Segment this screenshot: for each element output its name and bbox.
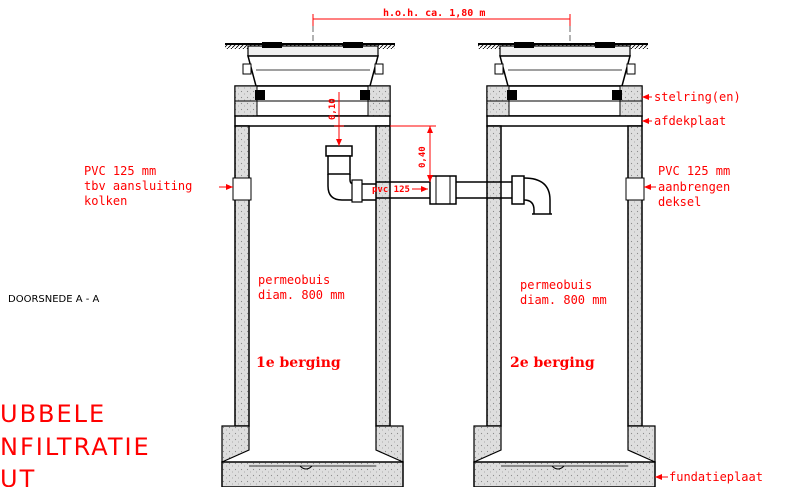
berging-1-label: 1e berging (256, 355, 341, 371)
right-manhole-cover (494, 42, 636, 87)
dim-040-label: 0,40 (418, 146, 428, 168)
pvc-right-line-2: aanbrengen (658, 180, 730, 194)
permeo-left-line-2: diam. 800 mm (258, 288, 345, 302)
left-stelring-afdekplaat (234, 85, 391, 127)
pvc-left-line-3: kolken (84, 194, 127, 208)
foundation-slabs (221, 461, 656, 487)
title-line-2: NFILTRATIE (0, 433, 151, 461)
title-line-3: UT (0, 465, 36, 487)
left-well-walls (221, 125, 404, 463)
right-stelring-afdekplaat (486, 85, 643, 127)
pvc-pipe-label: pvc 125 (372, 185, 410, 195)
title-line-1: UBBELE (0, 400, 106, 428)
connecting-pipe (325, 145, 552, 215)
left-pvc-note: PVC 125 mm tbv aansluiting kolken (84, 164, 233, 208)
berging-2-label: 2e berging (510, 355, 595, 371)
permeo-right-line-1: permeobuis (520, 278, 592, 292)
dimension-top-label: h.o.h. ca. 1,80 m (383, 8, 485, 19)
right-pvc-note: PVC 125 mm aanbrengen deksel (644, 164, 730, 209)
cover-annotations: stelring(en) afdekplaat (642, 90, 741, 128)
right-well-walls (473, 125, 656, 463)
stelring-label: stelring(en) (654, 90, 741, 104)
vertical-dimensions: 0,10 0,40 (328, 92, 436, 182)
pvc-right-line-1: PVC 125 mm (658, 164, 730, 178)
afdekplaat-label: afdekplaat (654, 114, 726, 128)
fundatieplaat-label: fundatieplaat (669, 470, 763, 484)
pvc-left-line-1: PVC 125 mm (84, 164, 156, 178)
pvc-right-line-3: deksel (658, 195, 701, 209)
dim-010-label: 0,10 (328, 98, 338, 120)
section-label: DOORSNEDE A - A (8, 294, 100, 305)
left-manhole-cover (242, 42, 384, 87)
pvc-left-line-2: tbv aansluiting (84, 179, 192, 193)
permeo-left-line-1: permeobuis (258, 273, 330, 287)
permeo-right-line-2: diam. 800 mm (520, 293, 607, 307)
